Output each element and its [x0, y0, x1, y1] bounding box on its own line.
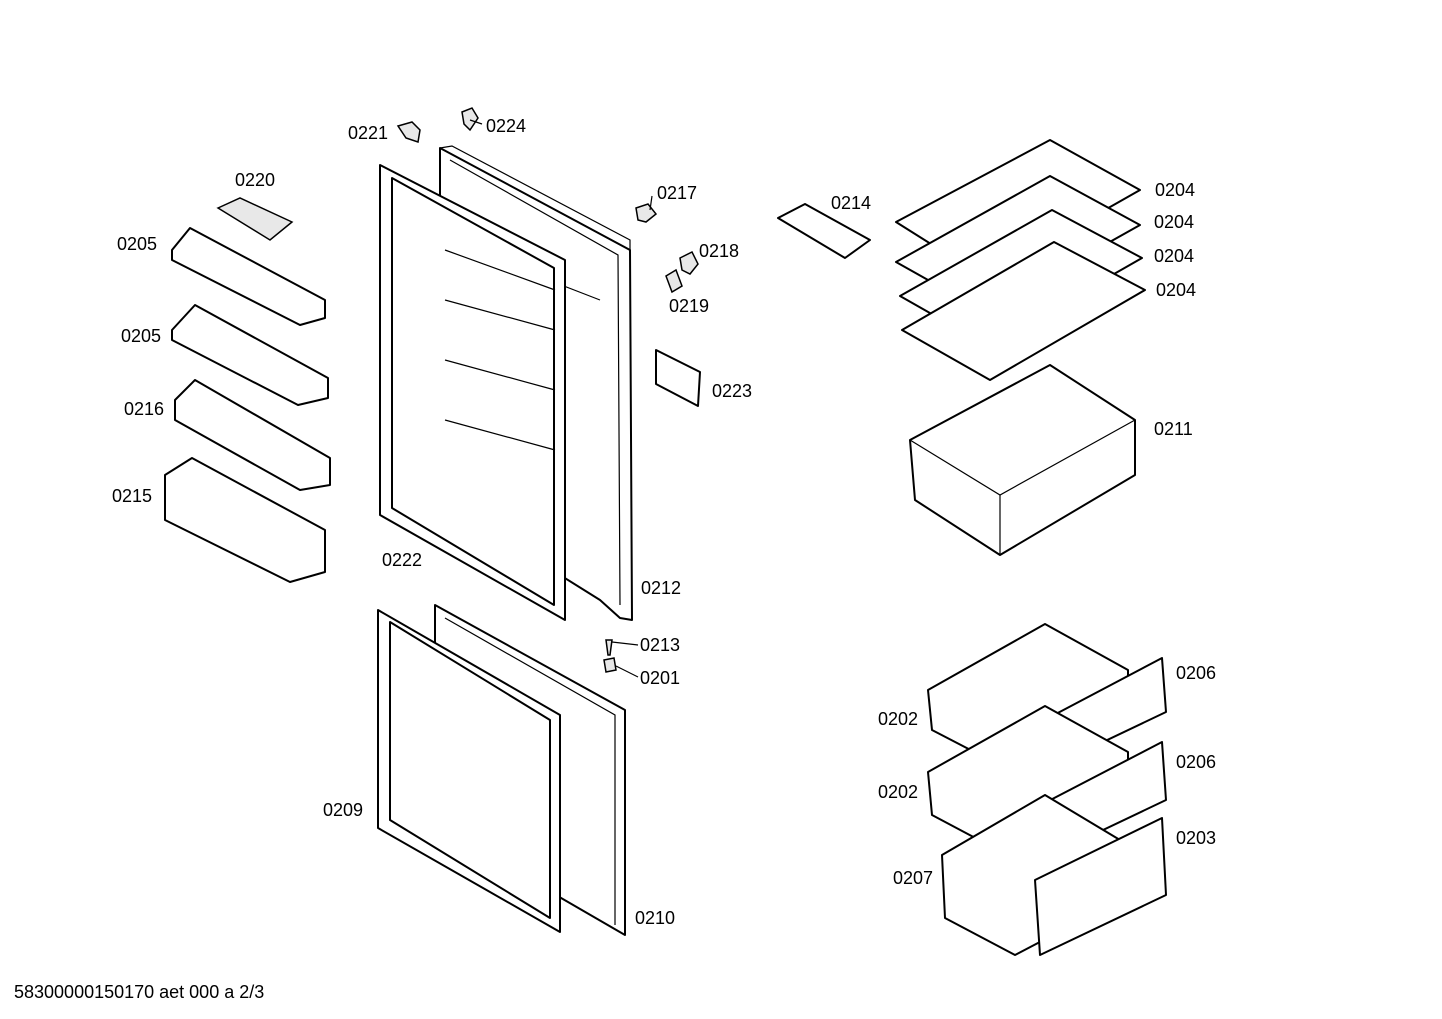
label-0214: 0214	[831, 193, 872, 213]
clip-0224	[461, 107, 479, 132]
label-0204-4: 0204	[1156, 280, 1197, 300]
screw-0213	[605, 639, 613, 656]
label-0217: 0217	[657, 183, 698, 203]
label-0215: 0215	[112, 486, 153, 506]
label-card-0223	[655, 349, 701, 407]
label-0204-3: 0204	[1154, 246, 1195, 266]
label-0209: 0209	[323, 800, 364, 820]
label-0218: 0218	[699, 241, 740, 261]
clip-0221	[396, 121, 421, 143]
label-0211: 0211	[1154, 419, 1193, 439]
label-0221: 0221	[348, 123, 389, 143]
egg-tray	[216, 197, 294, 241]
hinge-0219	[665, 268, 683, 294]
label-0204-1: 0204	[1155, 180, 1196, 200]
label-0202-mid: 0202	[878, 782, 919, 802]
glass-shelves	[895, 139, 1146, 381]
cap-0201	[603, 657, 617, 673]
freezer-basket	[909, 364, 1136, 556]
label-0224: 0224	[486, 116, 527, 136]
label-0206-mid: 0206	[1176, 752, 1217, 772]
door-shelf-0205-top	[171, 227, 326, 326]
label-0216: 0216	[124, 399, 165, 419]
label-0207: 0207	[893, 868, 934, 888]
drawer-0207	[941, 794, 1167, 956]
upper-gasket	[379, 164, 566, 621]
label-0212: 0212	[641, 578, 682, 598]
label-0201: 0201	[640, 668, 681, 688]
label-0206-top: 0206	[1176, 663, 1217, 683]
hinge-0218	[679, 250, 699, 275]
door-shelf-0205-mid	[171, 304, 329, 406]
label-0205-mid: 0205	[121, 326, 162, 346]
label-0222: 0222	[382, 550, 423, 570]
label-0205-top: 0205	[117, 234, 158, 254]
lower-gasket	[377, 609, 561, 933]
label-0219: 0219	[669, 296, 710, 316]
label-0220: 0220	[235, 170, 276, 190]
label-0202-top: 0202	[878, 709, 919, 729]
clip-0217	[635, 203, 658, 223]
label-0203: 0203	[1176, 828, 1217, 848]
label-0223: 0223	[712, 381, 753, 401]
door-shelf-0215	[164, 457, 326, 583]
ice-tray	[777, 203, 871, 259]
label-0213: 0213	[640, 635, 681, 655]
door-shelf-0216	[174, 379, 331, 491]
label-0210: 0210	[635, 908, 676, 928]
label-0204-2: 0204	[1154, 212, 1195, 232]
footer-reference: 58300000150170 aet 000 a 2/3	[14, 982, 265, 1002]
